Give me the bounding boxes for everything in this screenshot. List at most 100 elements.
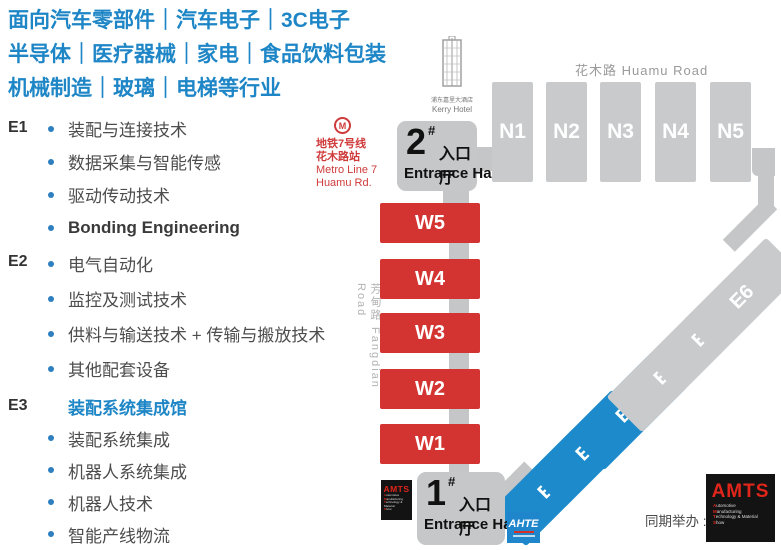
fangdian-road-label: 芳甸路 Fangdian Road bbox=[355, 283, 381, 389]
metro-line-zh: 地铁7号线 bbox=[316, 138, 367, 150]
hall-n1: N1 bbox=[492, 82, 533, 182]
list-item-text: 机器人技术 bbox=[68, 494, 153, 514]
hall-w3: W3 bbox=[380, 313, 480, 353]
bullet-icon bbox=[48, 125, 54, 132]
kerry-hotel-name-en: Kerry Hotel bbox=[431, 105, 472, 114]
entrance-1-hash: # bbox=[448, 474, 456, 489]
amts-logo-line: Manufacturing bbox=[384, 496, 404, 501]
kerry-hotel: 浦东嘉里大酒店 Kerry Hotel bbox=[410, 35, 494, 114]
list-item: 智能产线物流 bbox=[42, 518, 187, 550]
amts-logo-line: Automotive bbox=[384, 493, 400, 497]
amts-logo-small: AMTS Automotive Manufacturing Technology… bbox=[381, 480, 412, 520]
amts-logo-line: Manufacturing bbox=[713, 508, 742, 514]
hall-n2: N2 bbox=[546, 82, 587, 182]
concurrent-label: 同期举办 : bbox=[645, 514, 707, 529]
ahte-logo-subtext bbox=[512, 535, 535, 537]
section-e3-highlight: 装配系统集成馆 bbox=[68, 398, 187, 418]
hall-n4: N4 bbox=[655, 82, 696, 182]
list-item: 机器人系统集成 bbox=[42, 454, 187, 486]
amts-logo-line: Automotive bbox=[713, 503, 736, 508]
corridor-entrance2-n1 bbox=[476, 147, 494, 171]
metro-text: 地铁7号线 花木路站 Metro Line 7 Huamu Rd. bbox=[316, 138, 396, 190]
bullet-icon bbox=[48, 224, 54, 231]
list-item: 驱动传动技术 bbox=[42, 178, 240, 211]
bullet-icon bbox=[48, 365, 54, 372]
list-item-text: 电气自动化 bbox=[68, 256, 153, 275]
bullet-icon bbox=[48, 295, 54, 302]
bullet-icon bbox=[48, 330, 54, 337]
amts-logo-line: Technology & Material bbox=[713, 514, 758, 519]
list-item: 监控及测试技术 bbox=[42, 281, 325, 316]
entrance-1-label-en: Entrance Hall bbox=[424, 516, 520, 533]
metro-line-en: Metro Line 7 bbox=[316, 164, 378, 176]
hall-w1: W1 bbox=[380, 424, 480, 464]
amts-logo-line: Technology & Material bbox=[384, 500, 403, 508]
ahte-logo: AHTE bbox=[507, 512, 540, 543]
list-item-text: 装配系统集成 bbox=[68, 430, 170, 450]
list-item: Bonding Engineering bbox=[42, 211, 240, 244]
section-e2: E2 电气自动化 监控及测试技术 供料与输送技术 + 传输与搬放技术 其他配套设… bbox=[8, 246, 325, 386]
list-item: 装配与连接技术 bbox=[42, 112, 240, 145]
section-label-e1: E1 bbox=[8, 119, 28, 136]
industries-headline: 面向汽车零部件｜汽车电子｜3C电子 半导体｜医疗器械｜家电｜食品饮料包装 机械制… bbox=[8, 4, 428, 106]
entrance-1-number: 1 bbox=[426, 472, 447, 513]
list-item: 其他配套设备 bbox=[42, 351, 325, 386]
metro-station-en: Huamu Rd. bbox=[316, 177, 372, 189]
list-item-text: 智能产线物流 bbox=[68, 526, 170, 546]
entrance-2-label-en: Entrance Hall bbox=[404, 165, 500, 182]
amts-logo-title: AMTS bbox=[711, 481, 770, 502]
entrance-hall-1: 1 # 入口厅 Entrance Hall bbox=[417, 472, 520, 545]
list-item-text: Bonding Engineering bbox=[68, 217, 240, 237]
list-item-text: 供料与输送技术 + 传输与搬放技术 bbox=[68, 326, 326, 345]
amts-logo-title: AMTS bbox=[383, 484, 410, 494]
section-label-e2: E2 bbox=[8, 253, 28, 270]
ahte-logo-title: AHTE bbox=[508, 518, 539, 530]
section-e3-list: 装配系统集成馆 装配系统集成 机器人系统集成 机器人技术 智能产线物流 bbox=[42, 390, 187, 550]
list-item: 供料与输送技术 + 传输与搬放技术 bbox=[42, 316, 325, 351]
amts-logo-line: Show bbox=[713, 519, 725, 525]
list-item-text: 数据采集与智能传感 bbox=[68, 154, 221, 173]
list-item-text: 监控及测试技术 bbox=[68, 291, 187, 310]
bullet-icon bbox=[48, 260, 54, 267]
list-item-text: 其他配套设备 bbox=[68, 361, 170, 380]
hall-w2: W2 bbox=[380, 369, 480, 409]
huamu-road-label: 花木路 Huamu Road bbox=[575, 63, 709, 78]
section-label-e3: E3 bbox=[8, 397, 28, 414]
ahte-logo-accent bbox=[513, 531, 534, 533]
bullet-icon bbox=[48, 158, 54, 165]
entrance-2-label-zh: 入口厅 bbox=[439, 146, 472, 187]
entrance-2-number: 2 bbox=[406, 121, 427, 162]
list-item: 机器人技术 bbox=[42, 486, 187, 518]
list-item-text: 驱动传动技术 bbox=[68, 187, 170, 206]
headline-line-1: 面向汽车零部件｜汽车电子｜3C电子 bbox=[8, 9, 350, 32]
hotel-building-icon bbox=[442, 35, 462, 87]
hall-n5: N5 bbox=[710, 82, 751, 182]
hall-n3: N3 bbox=[600, 82, 641, 182]
list-item-text: 机器人系统集成 bbox=[68, 462, 187, 482]
bullet-icon bbox=[48, 435, 54, 441]
bullet-icon bbox=[48, 499, 54, 505]
metro-station-zh: 花木路站 bbox=[316, 151, 360, 163]
hall-w4: W4 bbox=[380, 259, 480, 299]
entrance-hall-2: 2 # 入口厅 Entrance Hall bbox=[397, 121, 500, 191]
list-item: 电气自动化 bbox=[42, 246, 325, 281]
amts-logo-line: Show bbox=[384, 507, 392, 512]
headline-line-2: 半导体｜医疗器械｜家电｜食品饮料包装 bbox=[8, 43, 386, 66]
list-item: 装配系统集成馆 bbox=[42, 390, 187, 422]
hall-w5: W5 bbox=[380, 203, 480, 243]
entrance-1-label-zh: 入口厅 bbox=[459, 497, 492, 538]
bullet-icon bbox=[48, 191, 54, 198]
list-item-text: 装配与连接技术 bbox=[68, 121, 187, 140]
metro-icon: M bbox=[334, 117, 351, 134]
bullet-icon bbox=[48, 531, 54, 537]
section-e3: E3 装配系统集成馆 装配系统集成 机器人系统集成 机器人技术 智能产线物流 bbox=[8, 390, 187, 550]
headline-line-3: 机械制造｜玻璃｜电梯等行业 bbox=[8, 77, 281, 100]
metro-station: M 地铁7号线 花木路站 Metro Line 7 Huamu Rd. bbox=[316, 117, 396, 190]
list-item: 数据采集与智能传感 bbox=[42, 145, 240, 178]
entrance-2-hash: # bbox=[428, 123, 436, 138]
section-e2-list: 电气自动化 监控及测试技术 供料与输送技术 + 传输与搬放技术 其他配套设备 bbox=[42, 246, 325, 386]
bullet-icon bbox=[48, 467, 54, 473]
section-e1: E1 装配与连接技术 数据采集与智能传感 驱动传动技术 Bonding Engi… bbox=[8, 112, 240, 244]
list-item: 装配系统集成 bbox=[42, 422, 187, 454]
